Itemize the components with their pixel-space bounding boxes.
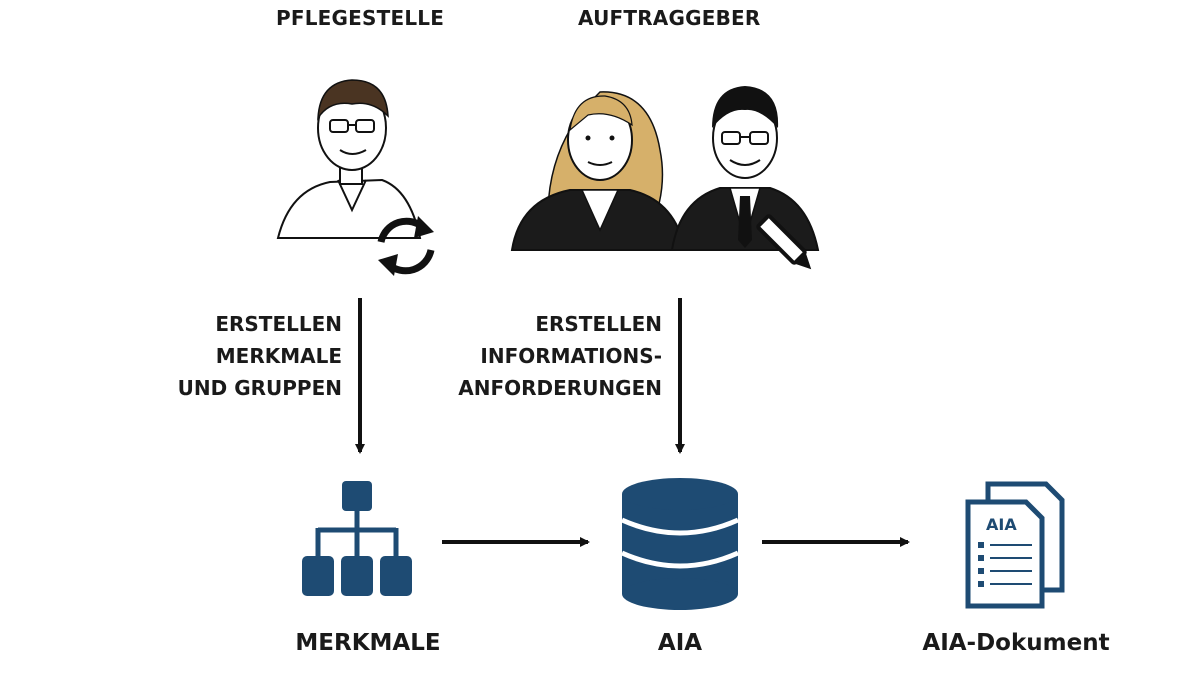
process-left-line-1: ERSTELLEN (215, 312, 342, 336)
process-right-line-1: ERSTELLEN (535, 312, 662, 336)
node-aia-dokument-label: AIA-Dokument (922, 630, 1110, 656)
pflegestelle-person-illustration (276, 79, 422, 239)
document-icon: AIA (965, 481, 1065, 609)
role-pflegestelle-label: PFLEGESTELLE (276, 6, 445, 30)
node-merkmale-label: MERKMALE (295, 630, 441, 656)
process-erstellen-merkmale-label: ERSTELLEN MERKMALE UND GRUPPEN (178, 308, 342, 404)
auftraggeber-man-illustration (670, 86, 820, 251)
document-icon-label: AIA (986, 515, 1017, 534)
process-left-line-3: UND GRUPPEN (177, 376, 342, 400)
role-auftraggeber-label: AUFTRAGGEBER (578, 6, 761, 30)
hierarchy-icon (302, 481, 412, 596)
process-left-line-2: MERKMALE (215, 344, 342, 368)
node-aia-label: AIA (657, 630, 703, 656)
process-right-line-3: ANFORDERUNGEN (458, 376, 662, 400)
process-erstellen-informationsanforderungen-label: ERSTELLEN INFORMATIONS- ANFORDERUNGEN (458, 308, 662, 404)
auftraggeber-woman-illustration (510, 91, 687, 251)
database-icon (620, 478, 740, 610)
process-right-line-2: INFORMATIONS- (480, 344, 662, 368)
sync-icon (377, 216, 435, 276)
